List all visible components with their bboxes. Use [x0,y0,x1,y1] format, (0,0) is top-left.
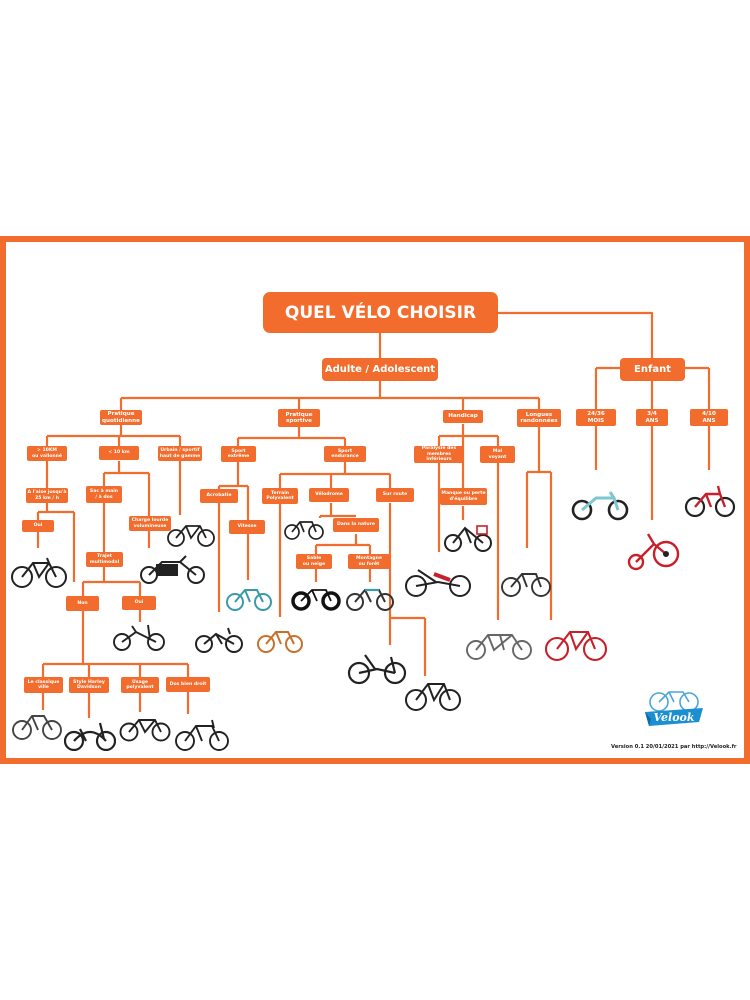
bike-randonnee-dark [501,573,551,597]
bike-tandem [466,634,532,660]
bike-city-electric [11,557,67,588]
bike-bmx [195,627,243,653]
bike-route [405,683,461,711]
option-sac[interactable]: Sac à main / à dos [86,486,122,503]
option-charge-lourde[interactable]: Charge lourde volumineuse [129,516,171,531]
option-montagne-foret[interactable]: Montagne ou forêt [348,554,390,569]
option-usage-polyvalent[interactable]: Usage polyvalent [121,677,159,693]
option-aise-25kmh[interactable]: A l'aise jusqu'à 25 km / h [26,488,68,503]
option-trajet-multimodal[interactable]: Trajet multimodal [86,552,123,567]
bike-cruiser [64,722,116,751]
bike-cargo [140,555,205,584]
bike-velodrome [284,521,324,540]
bike-dos-droit [175,719,229,751]
option-oui-electrique[interactable]: Oui [22,520,54,532]
option-sport-extreme[interactable]: Sport extrême [221,446,256,462]
option-sport-endurance[interactable]: Sport endurance [324,446,366,462]
option-over-10km[interactable]: > 10KM ou vallonné [27,446,67,461]
branch-adult[interactable]: Adulte / Adolescent [322,358,438,381]
option-classique-ville[interactable]: Le classique ville [24,677,63,693]
bike-classique-ville [12,715,62,740]
option-sur-route[interactable]: Sur route [376,488,414,502]
category-pratique[interactable]: Pratique quotidienne [100,410,142,425]
option-mal-voyant[interactable]: Mal voyant [480,446,515,463]
title-node: QUEL VÉLO CHOISIR [263,292,498,333]
option-style-harley[interactable]: Style Harley Davidson [69,677,109,693]
option-dans-nature[interactable]: Dans la nature [333,518,379,532]
option-paralysie[interactable]: Paralysie des membres inférieurs [414,446,464,463]
option-velodrome[interactable]: Vélodrome [309,488,349,502]
footer-version: Version 0.1 20/01/2021 par http://Velook… [611,744,737,750]
bike-draisienne [571,491,629,521]
option-oui-pliant[interactable]: Oui [122,596,156,610]
option-non[interactable]: Non [66,596,99,611]
option-sable-neige[interactable]: Sable ou neige [296,554,332,569]
bike-folding [113,624,165,651]
age-4-10-years[interactable]: 4/10 ANS [690,409,728,426]
option-manque-equilibre[interactable]: Manque ou perte d'équilibre [440,488,487,505]
bike-polyvalent [119,719,171,742]
bike-child-red [684,485,736,518]
bike-fatbike [291,589,341,611]
velook-logo: Velook [645,691,703,726]
bike-handbike [405,569,471,597]
bike-vtt [346,588,394,611]
category-longues[interactable]: Longues randonnées [517,409,561,427]
bike-polyvalent-orange [257,631,303,653]
option-dos-droit[interactable]: Dos bien droit [166,677,210,692]
branch-child[interactable]: Enfant [620,358,685,381]
option-under-10km[interactable]: < 10 km [99,446,139,460]
option-terrain-polyvalent[interactable]: Terrain Polyvalent [262,488,298,504]
category-handicap[interactable]: Handicap [443,410,483,423]
bike-tricycle-child [627,533,680,571]
bike-vitesse-teal [226,589,272,611]
option-acrobatie[interactable]: Acrobatie [200,489,238,503]
option-urbain-sportif[interactable]: Urbain / sportif haut de gamme [158,446,202,461]
bike-urbain [167,525,215,547]
option-vitesse[interactable]: Vitesse [229,520,265,534]
age-3-4-years[interactable]: 3/4 ANS [636,409,668,426]
bike-randonnee-red [544,630,608,662]
age-24-36-months[interactable]: 24/36 MOIS [576,409,616,426]
bike-tricycle-adult [444,525,492,552]
bike-recumbent [347,654,407,685]
category-sportive[interactable]: Pratique sportive [278,409,320,427]
logo-text: Velook [654,711,695,724]
